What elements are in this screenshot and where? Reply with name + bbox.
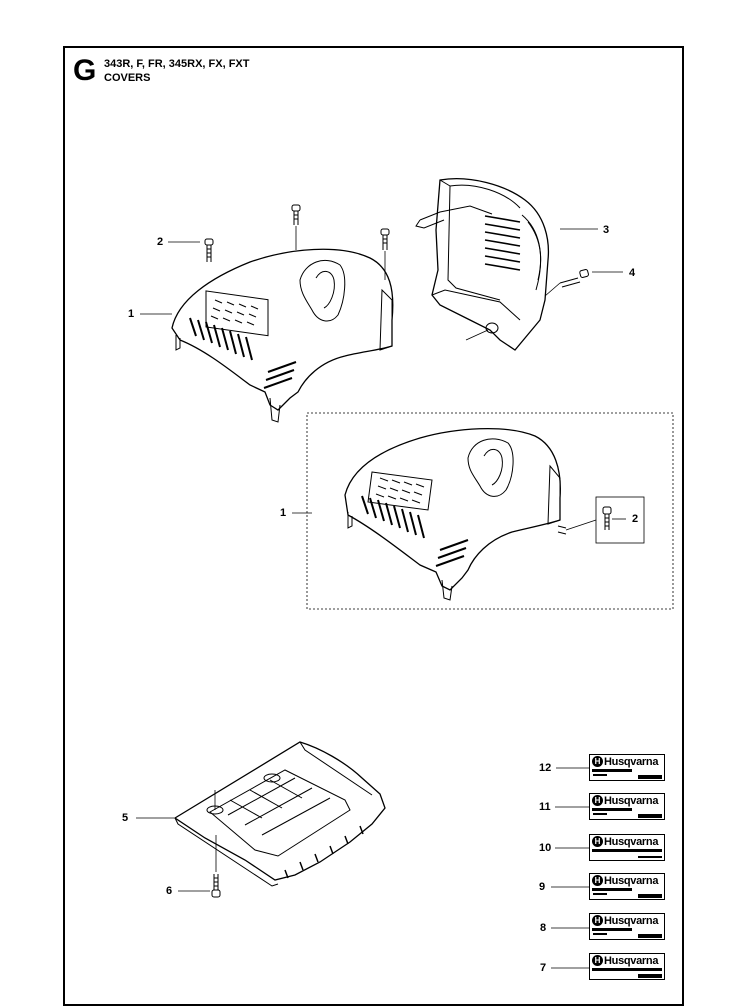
husqvarna-logo-icon: H [592, 756, 603, 767]
decal-stripe-f [638, 814, 662, 818]
decal-start-mark [593, 774, 607, 776]
alternative-kit-box [306, 412, 674, 610]
decal-stripe-f [638, 856, 662, 858]
decal-brand-text: Husqvarna [604, 915, 659, 927]
callout-1-box: 1 [280, 507, 287, 519]
leader-lines [136, 228, 626, 969]
decal-9: H Husqvarna [589, 873, 665, 900]
page-title: COVERS [104, 72, 151, 84]
callout-8: 8 [540, 922, 547, 934]
decal-7: H Husqvarna [589, 953, 665, 980]
decal-stripe [592, 769, 632, 772]
decal-stripe-f [638, 934, 662, 938]
decal-brand-text: Husqvarna [604, 836, 659, 848]
decal-stripe [592, 928, 632, 931]
callout-11: 11 [539, 801, 551, 813]
decal-stripe-f [638, 974, 662, 978]
decal-brand-text: Husqvarna [604, 955, 659, 967]
decal-brand-text: Husqvarna [604, 875, 659, 887]
model-list: 343R, F, FR, 345RX, FX, FXT [104, 58, 250, 70]
bottom-cover-drawing [173, 741, 386, 887]
husqvarna-logo-icon: H [592, 915, 603, 926]
decal-stripe [592, 888, 632, 891]
section-letter: G [73, 54, 97, 87]
callout-9: 9 [539, 881, 546, 893]
decal-11: H Husqvarna [589, 793, 665, 820]
bottom-screw-drawing [211, 874, 221, 898]
husqvarna-logo-icon: H [592, 795, 603, 806]
page-frame [63, 46, 684, 1006]
callout-4: 4 [629, 267, 636, 279]
decal-brand-text: Husqvarna [604, 795, 659, 807]
muffler-cover-drawing [415, 178, 550, 351]
husqvarna-logo-icon: H [592, 955, 603, 966]
decal-8: H Husqvarna [589, 913, 665, 940]
husqvarna-logo-icon: H [592, 875, 603, 886]
husqvarna-logo-icon: H [592, 836, 603, 847]
screw-detail-drawing [565, 506, 612, 531]
callout-6: 6 [166, 885, 173, 897]
screw-top-left-drawing [204, 238, 214, 262]
decal-12: H Husqvarna [589, 754, 665, 781]
decal-10: H Husqvarna [589, 834, 665, 861]
screw-top-center-drawing [291, 204, 301, 250]
callout-2-box: 2 [632, 513, 639, 525]
cylinder-cover-drawing [171, 248, 394, 423]
decal-stripe [592, 968, 662, 971]
callout-1-top: 1 [128, 308, 135, 320]
decal-stripe-f [638, 894, 662, 898]
decal-brand-text: Husqvarna [604, 756, 659, 768]
callout-10: 10 [539, 842, 552, 854]
cylinder-cover-alt-drawing [344, 427, 567, 601]
decal-start-mark [593, 893, 607, 895]
callout-5: 5 [122, 812, 129, 824]
decal-stripe [592, 849, 662, 852]
decal-stripe [592, 808, 632, 811]
decal-start-mark [593, 813, 607, 815]
screw-top-right-drawing [380, 228, 390, 280]
muffler-screw-drawing [544, 269, 589, 297]
callout-12: 12 [539, 762, 552, 774]
decal-start-mark [593, 933, 607, 935]
decal-stripe-f [638, 775, 662, 779]
callout-3: 3 [603, 224, 610, 236]
callout-7: 7 [540, 962, 547, 974]
callout-2-top: 2 [157, 236, 164, 248]
